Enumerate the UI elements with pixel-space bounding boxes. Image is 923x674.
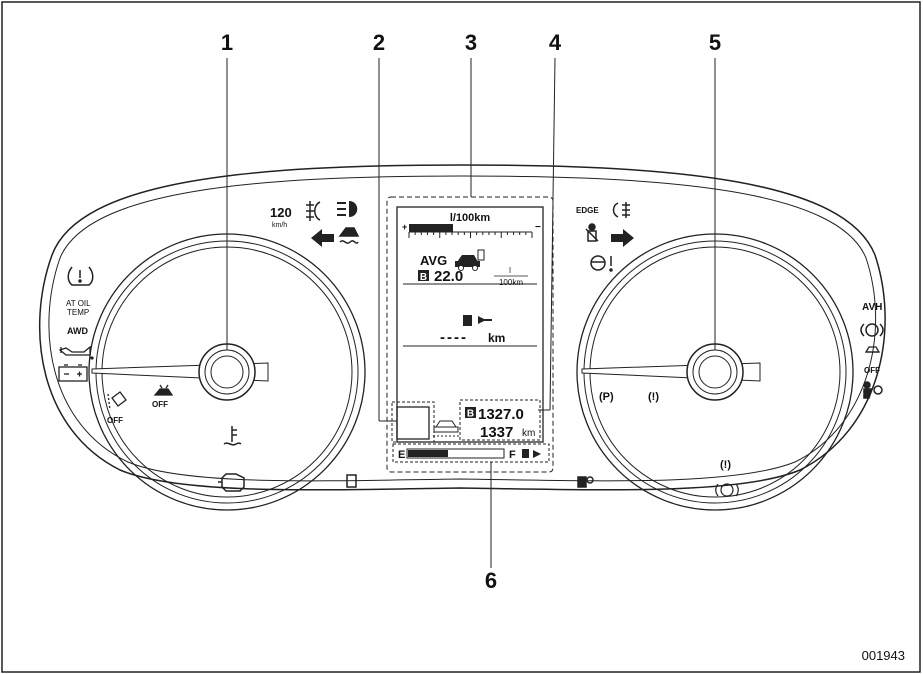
fuel-side-arrow-icon (533, 450, 541, 458)
low-fuel-icon (346, 474, 357, 488)
center-display-outer (386, 196, 554, 473)
economy-unit-label: l/100km (450, 212, 491, 224)
range-unit: km (488, 331, 505, 345)
abs-icon (715, 483, 739, 497)
key-icon (577, 476, 594, 488)
fuel-pump-small-icon (522, 449, 529, 458)
figure-id: 001943 (862, 648, 905, 663)
brake-warning-icon: (!) (648, 391, 659, 403)
fuel-full-label: F (509, 449, 516, 461)
eyesight-label: EDGE (576, 206, 599, 215)
brake-warning-icon-2: (!) (720, 459, 731, 471)
range-value: ---- (440, 329, 468, 346)
coolant-temp-icon (223, 426, 242, 446)
trip-b-box (418, 270, 429, 281)
lane-keep-off-label: OFF (864, 366, 880, 375)
avg-label: AVG (420, 253, 447, 268)
odo-unit: km (522, 428, 535, 439)
check-engine-icon (218, 473, 245, 492)
callout-6: 6 (485, 568, 497, 593)
at-oil-temp-line1: AT OIL (66, 299, 91, 308)
speed-limit-value: 120 (270, 205, 292, 220)
odo-value: 1337 (480, 424, 513, 441)
trip-b-box-2 (465, 407, 476, 418)
callout-4: 4 (549, 30, 562, 55)
fuel-gauge-dashed-box (392, 443, 550, 463)
center-display-screen (396, 206, 544, 443)
callout-3: 3 (465, 30, 477, 55)
fuel-pump-arrow-icon (463, 315, 492, 326)
trip-b-letter: B (420, 272, 427, 283)
fuel-empty-label: E (398, 449, 405, 461)
fuel-bar-outline (406, 448, 505, 459)
turn-left-arrow-icon (311, 229, 334, 247)
at-oil-temp-line2: TEMP (67, 308, 89, 317)
vdc-off-icon (107, 391, 127, 411)
skid-indicator-icon (338, 227, 360, 244)
leader-lines (226, 57, 716, 568)
left-dial (88, 233, 366, 511)
avg-value: 22.0 (434, 268, 463, 285)
rear-fog-icon (612, 202, 630, 218)
callout-1: 1 (221, 30, 233, 55)
high-beam-icon (337, 201, 358, 217)
avg-unit-num: l (509, 266, 511, 275)
tire-pressure-icon (67, 266, 94, 286)
trip-b-letter-2: B (467, 409, 474, 420)
traction-off-icon (153, 384, 174, 396)
steering-warning-icon (590, 255, 613, 272)
parking-brake-icon: (P) (599, 391, 614, 403)
callout-2-box-dashed (391, 401, 435, 443)
fog-light-icon (306, 201, 321, 221)
fuel-bar-fill (408, 450, 448, 457)
economy-bar-fill (409, 224, 453, 232)
callout-5: 5 (709, 30, 721, 55)
turn-right-arrow-icon (611, 229, 634, 247)
callout-2-box (396, 406, 430, 440)
brake-light-icon (860, 323, 884, 337)
seatbelt-passenger-icon (585, 223, 599, 242)
speed-limit-unit: km/h (272, 222, 287, 229)
trip-value: 1327.0 (478, 406, 524, 423)
cluster-housing-inner (48, 175, 876, 482)
car-fuel-icon (455, 249, 485, 271)
lane-keep-off-icon (864, 346, 881, 353)
airbag-icon (863, 381, 883, 399)
gauge-minus: − (535, 222, 541, 233)
right-hub (686, 343, 744, 401)
avh-label: AVH (862, 302, 882, 313)
gauge-plus: + (402, 222, 407, 232)
avg-unit-den: 100km (499, 278, 523, 287)
awd-label: AWD (67, 326, 88, 336)
traction-off-label: OFF (152, 400, 168, 409)
oil-pressure-icon (58, 345, 94, 360)
left-hub (198, 343, 256, 401)
vehicle-ahead-icon (433, 420, 459, 437)
vdc-off-label: OFF (107, 416, 123, 425)
economy-ticks (408, 232, 533, 238)
trip-odo-dashed-box (459, 399, 541, 441)
battery-icon (58, 364, 88, 382)
callout-2: 2 (373, 30, 385, 55)
